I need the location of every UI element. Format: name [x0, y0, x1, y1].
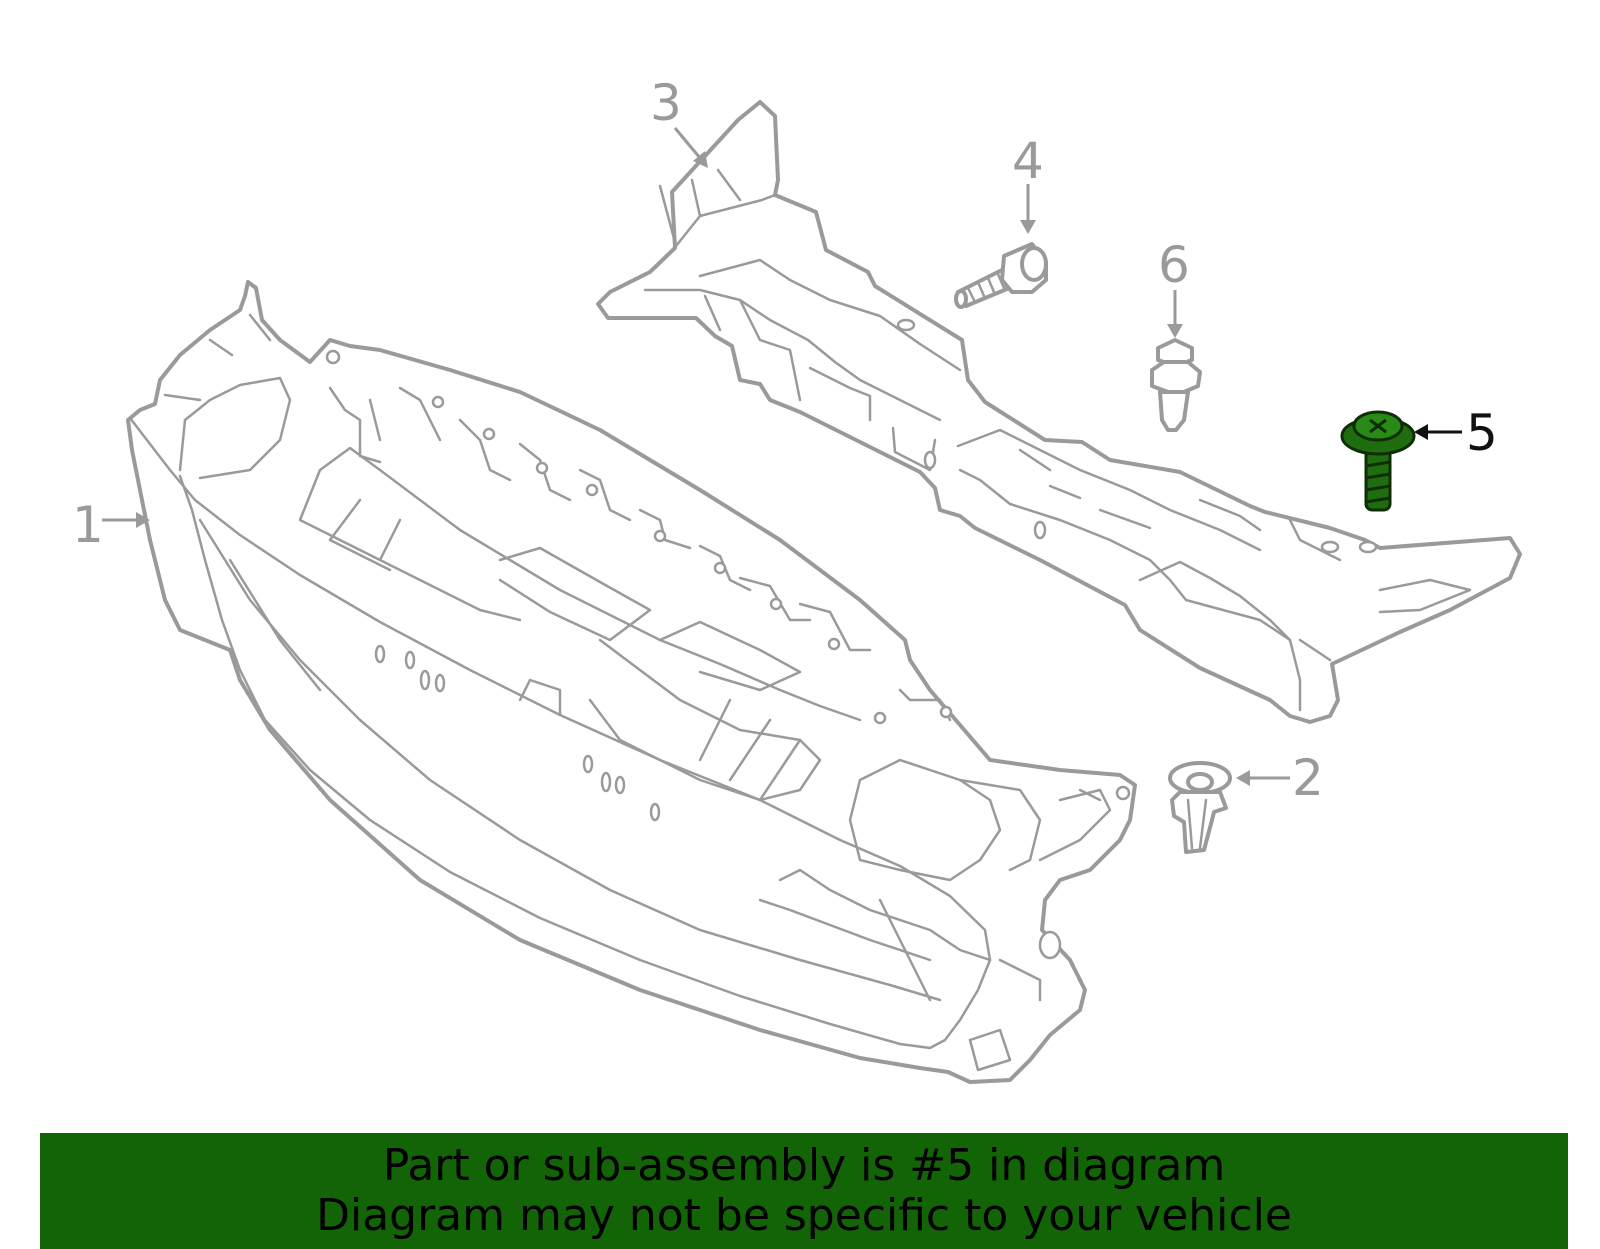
- callout-1[interactable]: 1: [72, 496, 104, 554]
- callout-3[interactable]: 3: [650, 74, 682, 132]
- callout-6[interactable]: 6: [1158, 236, 1190, 294]
- leader-1: [102, 512, 150, 528]
- leader-4: [1020, 184, 1036, 234]
- banner-line-2: Diagram may not be specific to your vehi…: [316, 1190, 1292, 1241]
- banner-line-1: Part or sub-assembly is #5 in diagram: [382, 1140, 1226, 1191]
- leader-5: [1414, 424, 1462, 440]
- part-1-lower-shroud[interactable]: [126, 280, 1137, 1084]
- part-3-upper-bracket[interactable]: [596, 100, 1522, 724]
- part-6-push-clip[interactable]: [1150, 338, 1202, 432]
- info-banner: Part or sub-assembly is #5 in diagram Di…: [40, 1133, 1568, 1249]
- leader-3: [673, 127, 708, 168]
- part-4-bolt[interactable]: [954, 242, 1048, 309]
- part-2-push-clip[interactable]: [1168, 761, 1232, 854]
- leader-2: [1236, 770, 1290, 786]
- callout-5[interactable]: 5: [1466, 404, 1498, 462]
- parts-diagram: 1 2 3 4 5 6: [72, 74, 1522, 1084]
- leader-6: [1167, 290, 1183, 338]
- callout-2[interactable]: 2: [1292, 749, 1324, 807]
- part-5-highlighted-bolt[interactable]: [1340, 410, 1416, 512]
- callout-4[interactable]: 4: [1012, 132, 1044, 190]
